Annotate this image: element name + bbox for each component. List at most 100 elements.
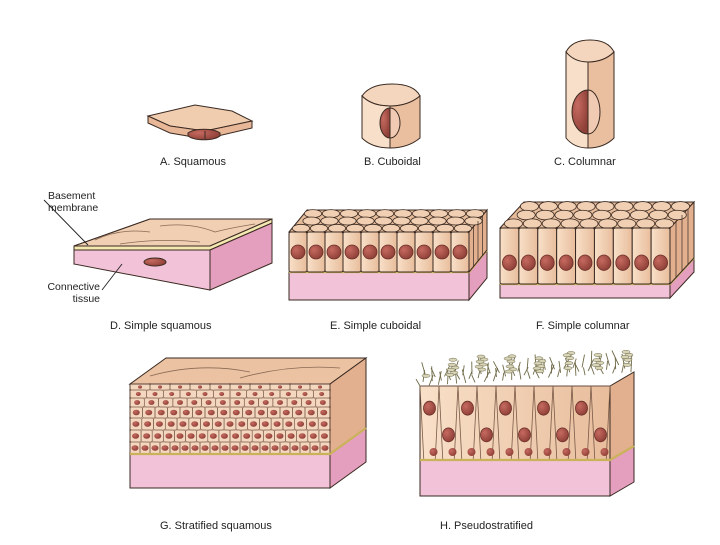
cell-apex [436, 224, 453, 232]
nucleus [145, 410, 152, 416]
label-basement-line2: membrane [48, 202, 98, 214]
cilium [606, 361, 607, 370]
cell-apex [558, 202, 576, 212]
nucleus [144, 421, 151, 427]
label-basement-membrane: Basement membrane [48, 190, 98, 214]
nucleus [238, 421, 245, 427]
nucleus [616, 255, 630, 270]
cilium [558, 369, 560, 377]
nucleus [310, 433, 317, 439]
cilium [416, 379, 420, 386]
nucleus [291, 400, 297, 405]
cell-apex [321, 217, 338, 225]
cell-apex [615, 202, 633, 212]
cilium [472, 375, 475, 382]
cilium [462, 369, 466, 383]
nucleus [291, 245, 305, 259]
nucleus [576, 401, 588, 415]
cuboidal-cell [362, 84, 420, 148]
label-connective-line1: Connective [34, 281, 100, 293]
nucleus [163, 400, 169, 405]
label-basement-line1: Basement [48, 190, 98, 202]
cilia-tip [594, 353, 602, 356]
nucleus [215, 421, 222, 427]
cell-apex [630, 210, 648, 220]
cell-apex [517, 210, 535, 220]
nucleus [308, 410, 315, 416]
nucleus [170, 410, 177, 416]
basal-nucleus [449, 448, 457, 456]
cilia-tip [448, 363, 456, 366]
nucleus [152, 445, 159, 451]
nucleus [182, 445, 189, 451]
nucleus [322, 445, 329, 451]
nucleus [309, 245, 323, 259]
nucleus [199, 433, 206, 439]
nucleus [178, 385, 182, 388]
caption-simple-cuboidal: E. Simple cuboidal [330, 320, 421, 332]
columnar-cell [566, 40, 614, 148]
nucleus [453, 245, 467, 259]
nucleus [272, 445, 279, 451]
cell-apex [393, 217, 410, 225]
nucleus [277, 433, 284, 439]
cell-apex [580, 219, 598, 229]
nucleus [263, 400, 269, 405]
basal-nucleus [487, 448, 495, 456]
cell-apex [593, 210, 611, 220]
cell-apex [303, 217, 320, 225]
nucleus [319, 392, 324, 396]
basal-nucleus [430, 448, 438, 456]
cell-apex [394, 210, 411, 218]
nucleus [254, 433, 261, 439]
cell-apex [376, 210, 393, 218]
nucleus [321, 433, 328, 439]
nucleus [502, 255, 516, 270]
nucleus [320, 410, 327, 416]
cilia-tip [476, 360, 484, 363]
cilia-tip [535, 357, 543, 360]
cell-apex [340, 210, 357, 218]
nucleus [212, 445, 219, 451]
cell-apex [339, 217, 356, 225]
nucleus [462, 401, 474, 415]
nucleus [132, 445, 139, 451]
nucleus [521, 255, 535, 270]
cilium [550, 357, 555, 369]
nucleus [191, 400, 197, 405]
nucleus [270, 410, 277, 416]
cilia-tip [565, 362, 573, 365]
nucleus [597, 255, 611, 270]
cell-apex [454, 224, 471, 232]
nucleus [262, 445, 269, 451]
nucleus [132, 433, 139, 439]
nucleus [258, 385, 262, 388]
nucleus [208, 410, 215, 416]
caption-columnar: C. Columnar [554, 156, 616, 168]
nucleus [424, 401, 436, 415]
nucleus [169, 392, 174, 396]
cell-apex [599, 219, 617, 229]
cell-apex [618, 219, 636, 229]
cell-apex [364, 224, 381, 232]
nucleus [179, 421, 186, 427]
nucleus [191, 421, 198, 427]
nucleus [153, 392, 158, 396]
cilium [503, 373, 504, 381]
nucleus [234, 400, 240, 405]
cell-apex [649, 210, 667, 220]
cell-apex [542, 219, 560, 229]
cell-apex [577, 202, 595, 212]
cell-apex [429, 217, 446, 225]
nucleus [519, 428, 531, 442]
nucleus [654, 255, 668, 270]
cilium [606, 353, 610, 365]
nucleus [277, 400, 283, 405]
cell-apex [574, 210, 592, 220]
cilium [519, 366, 521, 380]
cilia-tip [475, 365, 483, 368]
cell-apex [539, 202, 557, 212]
basal-nucleus [525, 448, 533, 456]
nucleus [183, 410, 190, 416]
